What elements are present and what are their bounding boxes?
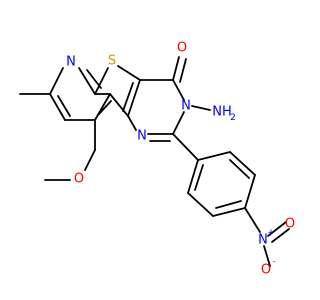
atom-ring-n1: N xyxy=(137,129,147,144)
bond-ph-3 xyxy=(244,174,256,209)
bond-nitro-o-single xyxy=(263,245,271,267)
bond-c7a-n7 xyxy=(78,67,96,95)
bond-c4-c4a xyxy=(94,93,111,121)
bond-n7-c6 xyxy=(49,67,64,95)
bond-ch2-o xyxy=(84,149,96,171)
bond-ph-1 xyxy=(197,151,231,161)
bond-ph-6 xyxy=(187,159,199,194)
bond-c6-c5 xyxy=(49,93,66,121)
bond-c2-phenyl xyxy=(172,133,199,161)
bond-c6-c5-inner xyxy=(57,95,71,117)
bond-n1-c9a xyxy=(127,115,137,131)
atom-nitro-o-charge: - xyxy=(272,257,275,267)
bond-ph-2-inner xyxy=(229,159,250,179)
bond-layer xyxy=(19,56,290,267)
atom-nitro-n: N xyxy=(258,233,268,248)
bond-ph-6-inner xyxy=(194,164,204,191)
bond-c4-c4a-inner xyxy=(98,100,112,115)
atom-label-layer: N S O N NH 2 N O N + O O - xyxy=(66,41,295,278)
atom-amino-h-subscript: 2 xyxy=(230,113,236,123)
bond-ph-nitro xyxy=(244,207,261,233)
bond-ph-5 xyxy=(187,192,214,217)
atom-sulfur: S xyxy=(108,54,116,69)
atom-ether-o: O xyxy=(74,172,84,187)
atom-ring-n3: N xyxy=(181,99,191,114)
atom-nitro-o-single: O xyxy=(261,263,271,278)
bond-ph-2 xyxy=(229,151,256,176)
bond-n3-c2 xyxy=(172,111,185,135)
bond-s-c8a xyxy=(117,65,141,81)
atom-amino-n: NH xyxy=(212,105,232,120)
atom-nitro-n-charge: + xyxy=(267,228,275,238)
atom-pyridine-n: N xyxy=(66,55,76,70)
atom-nitro-o-double: O xyxy=(285,217,295,232)
bond-c4-o-inner xyxy=(179,58,187,83)
bond-c7a-s xyxy=(94,67,109,95)
bond-c9a-c4a xyxy=(109,93,129,117)
bond-c4-n3 xyxy=(172,79,185,101)
bond-c4-o xyxy=(172,56,180,81)
bond-nitro-o-double xyxy=(267,221,287,237)
bond-ph-4-inner xyxy=(215,200,242,209)
bond-c8a-c9a-inner xyxy=(122,82,134,112)
bond-nitro-o-double-inner xyxy=(271,228,290,243)
bond-n3-nh2 xyxy=(191,105,211,111)
atom-carbonyl-o: O xyxy=(177,41,187,56)
chemical-structure-diagram: N S O N NH 2 N O N + O O - xyxy=(19,41,295,278)
bond-c8a-c9a xyxy=(127,79,141,117)
bond-ph-4 xyxy=(212,207,246,217)
